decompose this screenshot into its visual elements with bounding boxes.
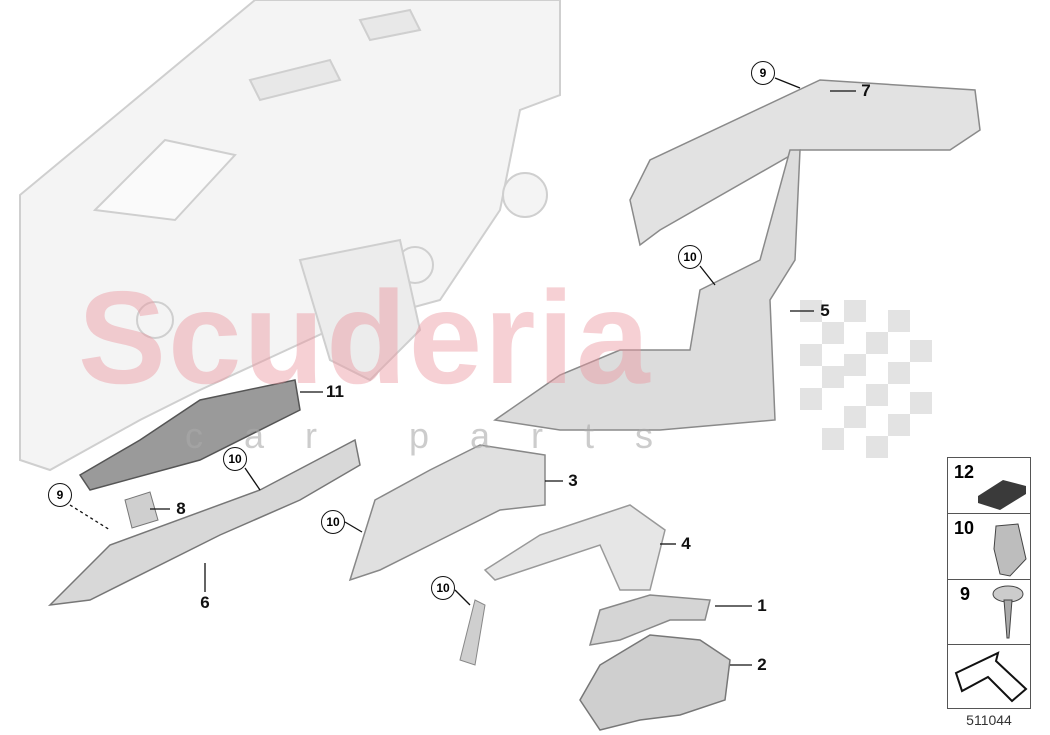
callout-6: 6 (200, 593, 210, 612)
clip-nut-icon (993, 523, 1027, 577)
part-1 (588, 594, 711, 646)
part-3 (348, 444, 546, 582)
part-10-bracket (459, 599, 486, 666)
leader-lines (69, 77, 856, 666)
callout-1: 1 (757, 596, 767, 615)
circled-callout-10: 10 (431, 576, 455, 600)
legend-item-12: 12 (948, 458, 1030, 514)
circled-callout-9: 9 (48, 483, 72, 507)
callout-11: 11 (326, 382, 344, 401)
part-4 (483, 504, 666, 591)
dashboard-outline (19, 0, 561, 472)
part-2 (579, 634, 731, 731)
legend-item-arrow (948, 645, 1030, 708)
callout-4: 4 (681, 534, 691, 553)
callout-3: 3 (568, 471, 578, 490)
document-number: 511044 (966, 712, 1012, 728)
callout-5: 5 (820, 301, 830, 320)
direction-arrow-icon (954, 651, 1028, 703)
checkered-flag-watermark (800, 300, 932, 458)
legend-item-10: 10 (948, 514, 1030, 580)
part-11 (78, 379, 301, 491)
small-parts-legend: 12 10 9 (947, 457, 1031, 709)
callout-8: 8 (176, 499, 186, 518)
part-6 (47, 438, 361, 607)
legend-number: 9 (960, 584, 971, 604)
circled-callout-10: 10 (223, 447, 247, 471)
part-5 (493, 149, 801, 431)
foam-pad-icon (978, 480, 1026, 510)
legend-number: 12 (954, 462, 975, 482)
part-7 (629, 79, 981, 247)
circled-callout-9: 9 (751, 61, 775, 85)
legend-number: 10 (954, 518, 975, 538)
circled-callout-10: 10 (678, 245, 702, 269)
screw-icon (992, 585, 1024, 639)
circled-callout-10: 10 (321, 510, 345, 534)
legend-item-9: 9 (948, 580, 1030, 645)
callout-2: 2 (757, 655, 767, 674)
callout-7: 7 (861, 81, 871, 100)
part-8 (124, 491, 159, 529)
